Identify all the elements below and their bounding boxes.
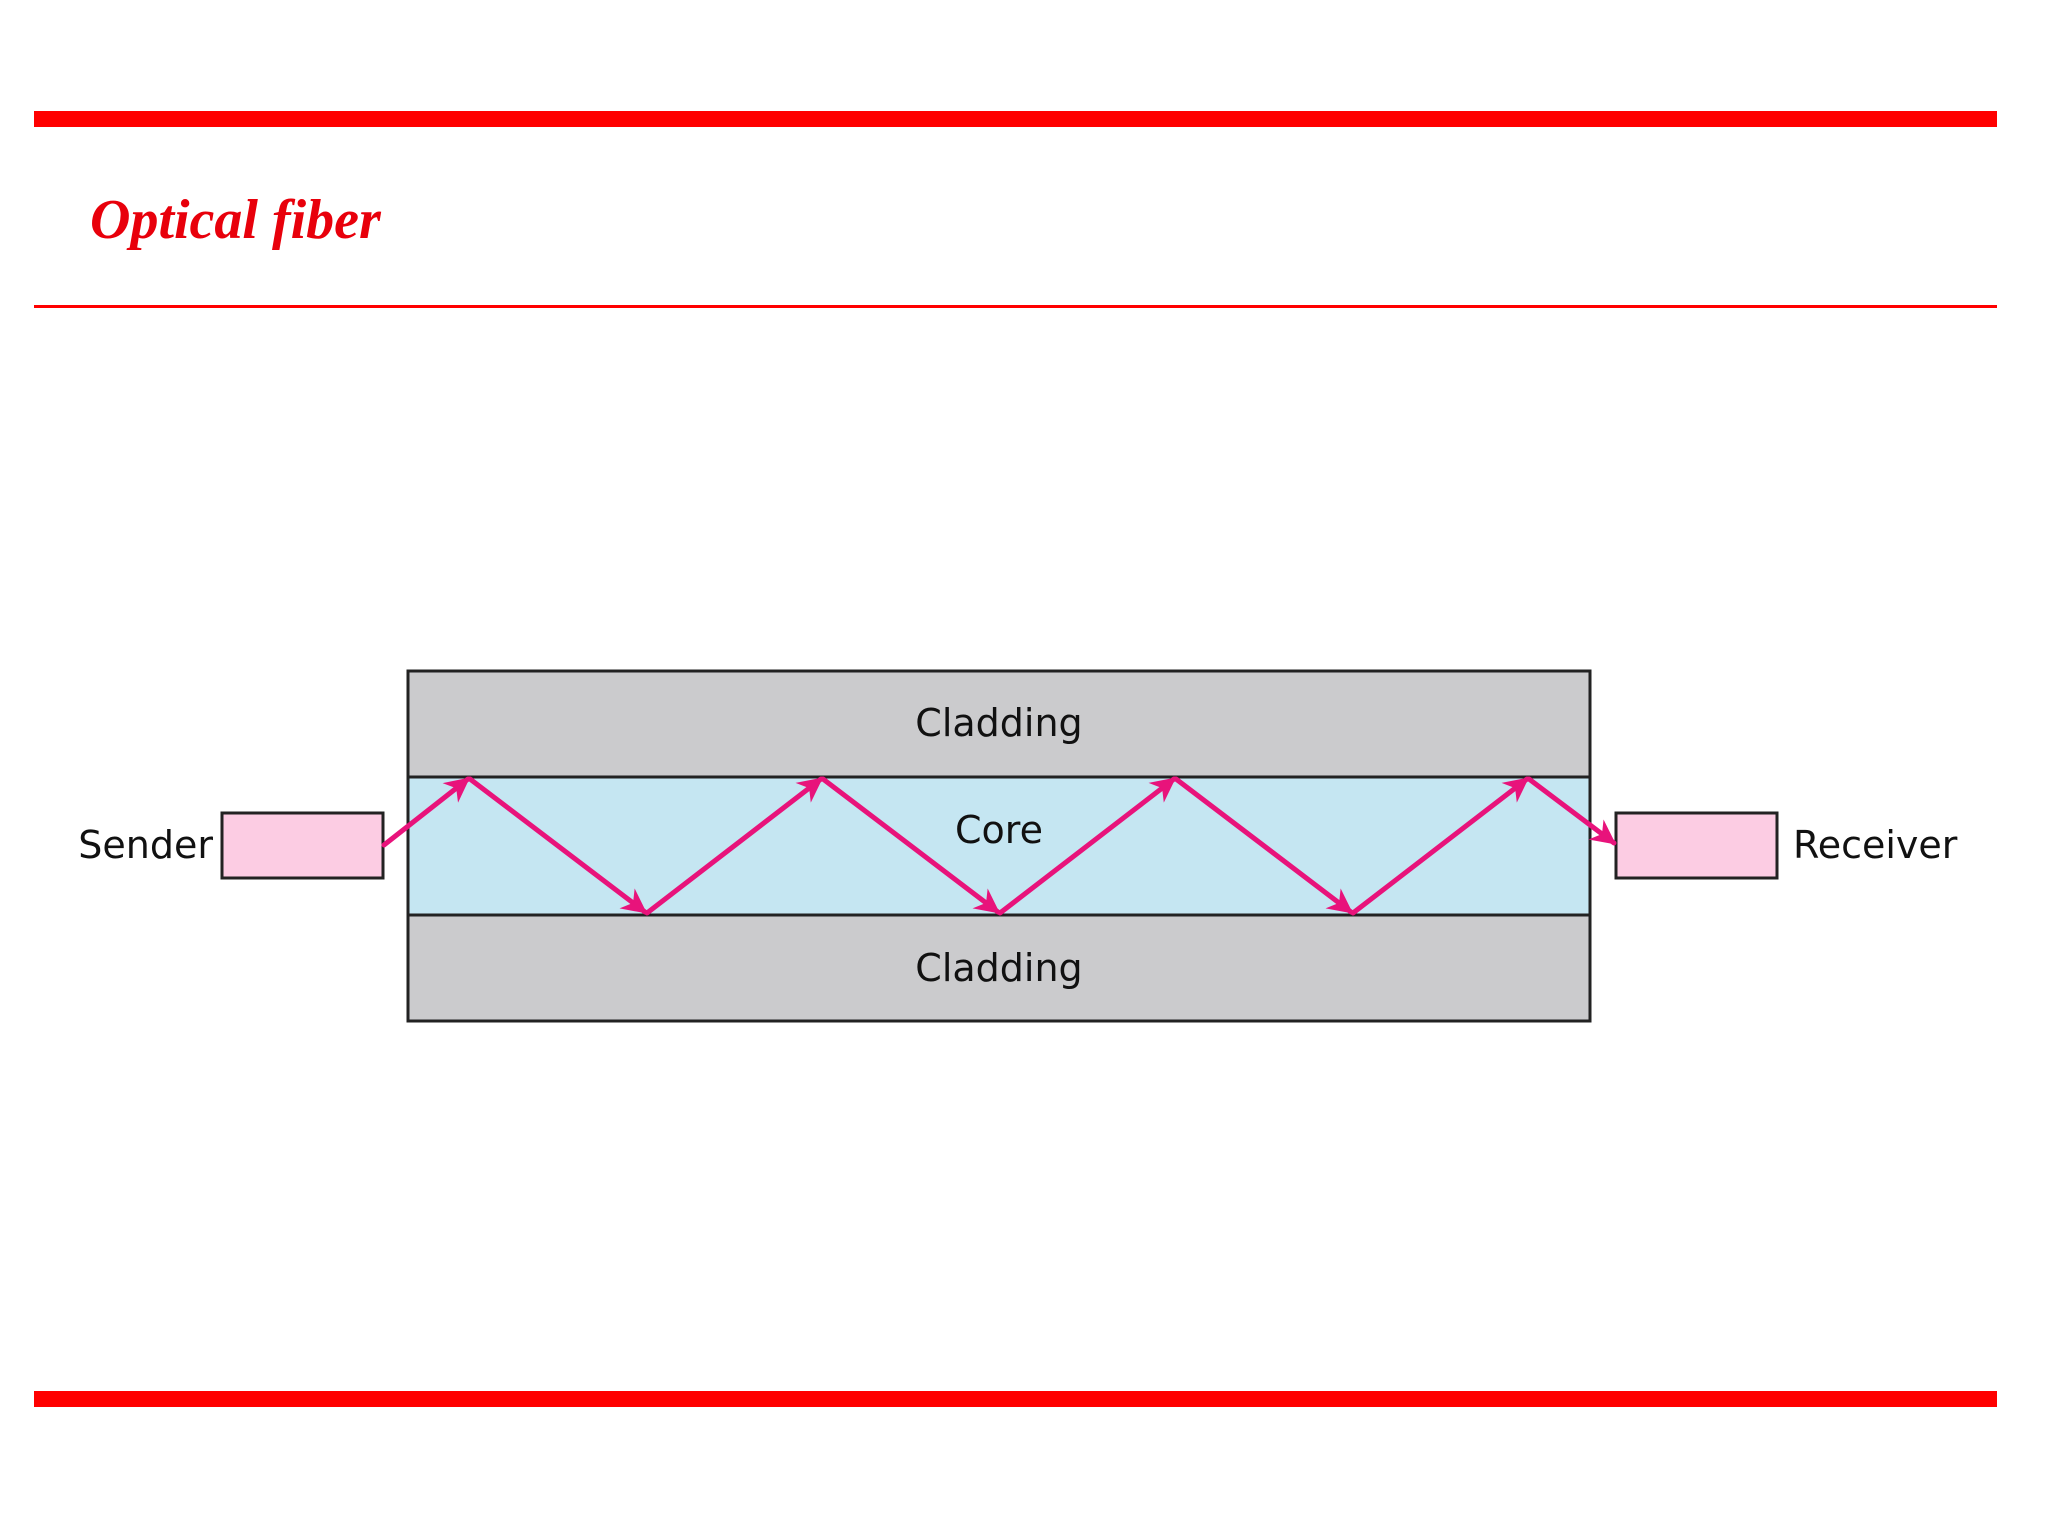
light-ray-segment xyxy=(1526,776,1617,846)
sender-label: Sender xyxy=(78,823,213,867)
light-ray-segment xyxy=(644,776,824,916)
light-ray-segment xyxy=(997,776,1177,916)
light-ray-segment xyxy=(820,776,1001,915)
light-ray-segment xyxy=(381,776,471,848)
top-accent-rule xyxy=(34,111,1997,127)
light-ray-segment xyxy=(1350,776,1530,916)
cladding-top-label: Cladding xyxy=(915,701,1082,745)
cladding-bottom-label: Cladding xyxy=(915,946,1082,990)
bottom-accent-rule xyxy=(34,1391,1997,1407)
core-label: Core xyxy=(955,808,1043,852)
cladding-top xyxy=(406,669,1592,779)
receiver-label: Receiver xyxy=(1793,823,1958,867)
slide-title: Optical fiber xyxy=(90,189,381,251)
receiver-box xyxy=(1614,811,1779,880)
light-ray-segment xyxy=(1173,776,1354,915)
title-underline-rule xyxy=(34,305,1997,308)
light-ray-segment xyxy=(467,776,648,915)
sender-box xyxy=(220,811,385,880)
